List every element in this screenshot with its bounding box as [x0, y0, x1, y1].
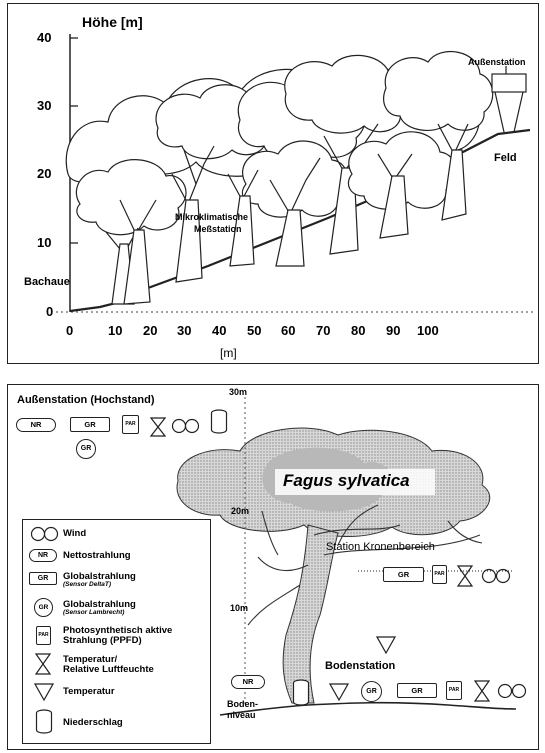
ground-temperature-icon	[329, 683, 349, 701]
legend-item-temperature: Temperatur	[23, 683, 210, 711]
x-tick-label: 90	[386, 324, 400, 337]
sensor-abbr: NR	[31, 420, 42, 429]
forest-profile-panel: Höhe [m] 40 30 20 10 0 0 10 20 30 40 50 …	[7, 3, 539, 364]
net-radiation-icon: NR	[29, 549, 57, 562]
sensor-abbr: GR	[81, 445, 92, 452]
x-tick-label: 60	[281, 324, 295, 337]
crown-hourglass-icon	[457, 565, 473, 587]
outside-station-header: Außenstation (Hochstand)	[17, 395, 155, 406]
y-axis-title: Höhe [m]	[82, 15, 143, 29]
ground-global-radiation-deltat: GR	[397, 683, 437, 698]
global-radiation-sensor-lambrecht: GR	[76, 439, 96, 459]
crown-global-radiation-sensor: GR	[383, 567, 424, 582]
par-sensor: PAR	[122, 415, 139, 434]
legend-item-global-radiation-deltat: GR Globalstrahlung(Sensor DeltaT)	[23, 570, 210, 598]
y-tick-label: 0	[46, 305, 53, 318]
legend-label: Temperatur/Relative Luftfeuchte	[63, 655, 154, 675]
hourglass-icon	[35, 653, 51, 675]
outside-station-tower	[492, 66, 526, 132]
sensor-abbr: PAR	[38, 632, 48, 638]
ground-net-radiation-sensor: NR	[231, 675, 265, 689]
x-tick-label: 50	[247, 324, 261, 337]
y-tick-label: 40	[37, 31, 51, 44]
height-label-10m: 10m	[230, 604, 248, 613]
ground-global-radiation-lambrecht: GR	[361, 681, 382, 702]
x-tick-label: 70	[316, 324, 330, 337]
ground-level-label-line1: Boden-	[227, 700, 258, 709]
y-tick-label: 30	[37, 99, 51, 112]
legend-label: Globalstrahlung(Sensor Lambrecht)	[63, 600, 136, 617]
y-tick-label: 10	[37, 236, 51, 249]
legend-label: Nettostrahlung	[63, 551, 131, 561]
legend-item-temperature-humidity: Temperatur/Relative Luftfeuchte	[23, 653, 210, 681]
forest-trees	[66, 52, 492, 304]
legend-item-global-radiation-lambrecht: GR Globalstrahlung(Sensor Lambrecht)	[23, 598, 210, 626]
sensor-abbr: GR	[39, 604, 49, 611]
ground-par-sensor: PAR	[446, 681, 462, 700]
legend-label-sub: (Sensor DeltaT)	[63, 582, 136, 589]
x-tick-label: 100	[417, 324, 439, 337]
x-axis-title: [m]	[220, 347, 237, 359]
micro-station-label-line2: Meßstation	[194, 225, 242, 234]
ground-cylinder-icon	[292, 679, 310, 707]
floodplain-label: Bachaue	[24, 277, 70, 288]
temperature-icon	[376, 636, 396, 654]
ground-hourglass-icon	[474, 680, 490, 702]
sensor-abbr: GR	[398, 570, 409, 579]
sensor-abbr: GR	[38, 575, 49, 582]
global-radiation-deltat-icon: GR	[29, 572, 57, 585]
crown-station-label: Station Kronenbereich	[326, 542, 435, 553]
legend-item-precipitation: Niederschlag	[23, 709, 210, 737]
sensor-abbr: PAR	[449, 687, 459, 693]
field-label: Feld	[494, 153, 517, 164]
temperature-icon	[34, 683, 54, 701]
x-tick-label: 80	[351, 324, 365, 337]
measurement-setup-panel: Außenstation (Hochstand) NR GR PAR GR 30…	[7, 384, 539, 750]
outside-station-label: Außenstation	[468, 58, 526, 67]
legend-label: Wind	[63, 529, 86, 539]
sensor-abbr: GR	[366, 688, 377, 695]
wind-icon	[30, 526, 60, 542]
sensor-abbr: GR	[411, 686, 422, 695]
sensor-abbr: GR	[84, 420, 95, 429]
legend-label-line2: Relative Luftfeuchte	[63, 664, 154, 675]
ground-station-label: Bodenstation	[325, 661, 395, 672]
x-tick-label: 40	[212, 324, 226, 337]
height-label-30m: 30m	[229, 388, 247, 397]
legend: Wind NR Nettostrahlung GR Globalstrahlun…	[22, 519, 211, 744]
legend-label-line2: Strahlung (PPFD)	[63, 635, 142, 646]
cylinder-icon	[35, 709, 53, 735]
cylinder-icon	[210, 409, 228, 435]
sensor-abbr: PAR	[434, 571, 444, 577]
global-radiation-sensor-deltat: GR	[70, 417, 110, 432]
forest-profile-drawing	[8, 4, 540, 365]
legend-label: Globalstrahlung(Sensor DeltaT)	[63, 572, 136, 589]
legend-label: Temperatur	[63, 687, 115, 697]
micro-station-label-line1: Mikroklimatische	[175, 213, 248, 222]
legend-label: Niederschlag	[63, 718, 123, 728]
legend-label-sub: (Sensor Lambrecht)	[63, 610, 136, 617]
sensor-abbr: NR	[243, 677, 254, 686]
height-label-20m: 20m	[231, 507, 249, 516]
x-tick-label: 30	[177, 324, 191, 337]
net-radiation-sensor: NR	[16, 418, 56, 432]
crown-wind-icon	[481, 568, 513, 584]
x-tick-label: 0	[66, 324, 73, 337]
ground-wind-icon	[497, 683, 529, 699]
species-label: Fagus sylvatica	[283, 472, 410, 489]
sensor-abbr: NR	[38, 552, 48, 559]
wind-icon	[171, 418, 201, 434]
x-tick-label: 10	[108, 324, 122, 337]
sensor-abbr: PAR	[125, 421, 135, 427]
x-tick-label: 20	[143, 324, 157, 337]
y-tick-label: 20	[37, 167, 51, 180]
crown-par-sensor: PAR	[432, 565, 447, 584]
par-icon: PAR	[36, 626, 51, 645]
global-radiation-lambrecht-icon: GR	[34, 598, 53, 617]
ground-level-label-line2: niveau	[227, 711, 256, 720]
hourglass-icon	[150, 417, 166, 437]
ground-line	[220, 703, 516, 715]
